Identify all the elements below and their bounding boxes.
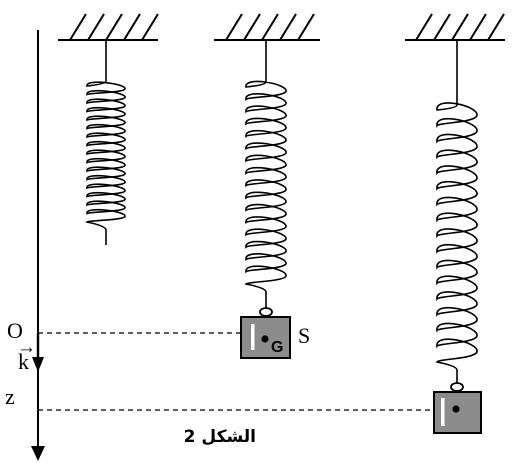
center-of-mass-label: G	[271, 339, 283, 356]
z-axis	[31, 30, 45, 461]
spring-at-equilibrium	[244, 40, 287, 308]
unit-vector-arrow	[32, 333, 44, 372]
ceiling-support-1	[58, 13, 159, 41]
mass-center-dot	[452, 405, 460, 413]
origin-label: O	[7, 318, 23, 343]
mass-block-equilibrium: G	[240, 307, 291, 359]
ceiling-support-2	[214, 13, 320, 41]
unit-vector-label: k	[18, 349, 29, 374]
figure-caption: الشكل 2	[184, 427, 256, 447]
ceiling-support-3	[405, 13, 505, 41]
z-axis-label: z	[5, 384, 15, 409]
spring-unloaded	[85, 40, 126, 245]
unit-vector-arrow-mark: →	[17, 337, 36, 358]
center-of-mass-dot	[261, 335, 269, 343]
spring-stretched	[435, 40, 478, 383]
mass-block-displaced	[433, 382, 482, 434]
mass-label: S	[298, 323, 310, 348]
